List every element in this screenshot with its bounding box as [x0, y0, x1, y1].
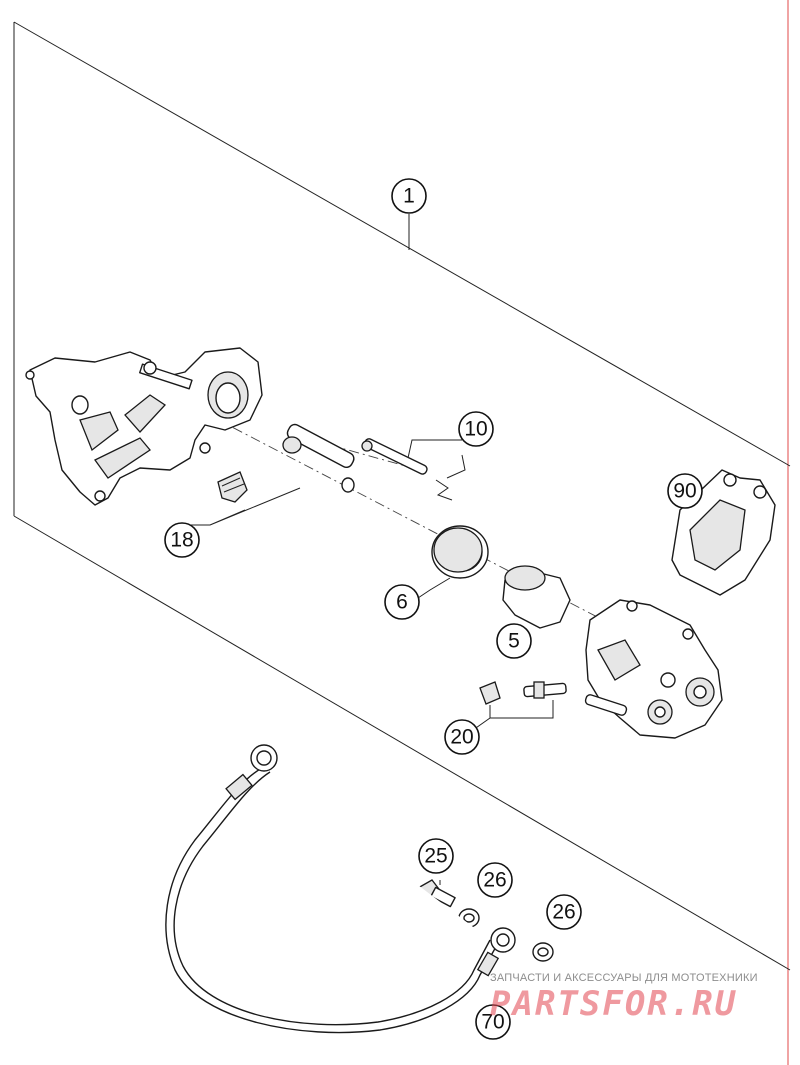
- svg-text:1: 1: [403, 185, 415, 208]
- svg-text:26: 26: [483, 869, 506, 892]
- caliper-carrier-bracket: [25, 347, 263, 506]
- svg-text:18: 18: [170, 529, 193, 552]
- watermark-brand: PARTSFOR.RU: [490, 984, 738, 1024]
- svg-text:25: 25: [424, 845, 447, 868]
- brake-line-hose: [165, 744, 516, 1034]
- svg-text:6: 6: [396, 591, 408, 614]
- callout-20: 20: [444, 719, 480, 755]
- bleeder-screw: [523, 681, 567, 699]
- piston-seal: [431, 525, 489, 579]
- callout-26-b: 26: [546, 894, 582, 930]
- assembly-frame: [13, 21, 791, 971]
- svg-text:70: 70: [481, 1011, 504, 1034]
- callout-70: 70: [475, 1004, 511, 1040]
- callout-90: 90: [667, 473, 703, 509]
- rubber-boot: [217, 471, 248, 503]
- callout-26-a: 26: [477, 862, 513, 898]
- watermark-tagline: ЗАПЧАСТИ И АКСЕССУАРЫ ДЛЯ МОТОТЕХНИКИ: [490, 972, 758, 984]
- leader-lines: [190, 214, 554, 885]
- svg-text:26: 26: [552, 901, 575, 924]
- callout-6: 6: [384, 584, 420, 620]
- callout-25: 25: [418, 838, 454, 874]
- callout-18: 18: [164, 522, 200, 558]
- svg-text:10: 10: [464, 418, 487, 441]
- callout-5: 5: [496, 623, 532, 659]
- banjo-bolt: [417, 879, 456, 908]
- retaining-clip: [435, 479, 453, 501]
- svg-text:20: 20: [450, 726, 473, 749]
- callout-1: 1: [391, 178, 427, 214]
- svg-text:90: 90: [673, 480, 696, 503]
- svg-text:5: 5: [508, 630, 520, 653]
- callout-10: 10: [458, 411, 494, 447]
- guide-pin: [282, 423, 355, 493]
- slide-pin: [361, 438, 428, 475]
- caliper-piston: [502, 565, 571, 629]
- bleeder-cap: [479, 681, 501, 705]
- caliper-body: [584, 599, 723, 739]
- sealing-washer-b: [532, 942, 554, 962]
